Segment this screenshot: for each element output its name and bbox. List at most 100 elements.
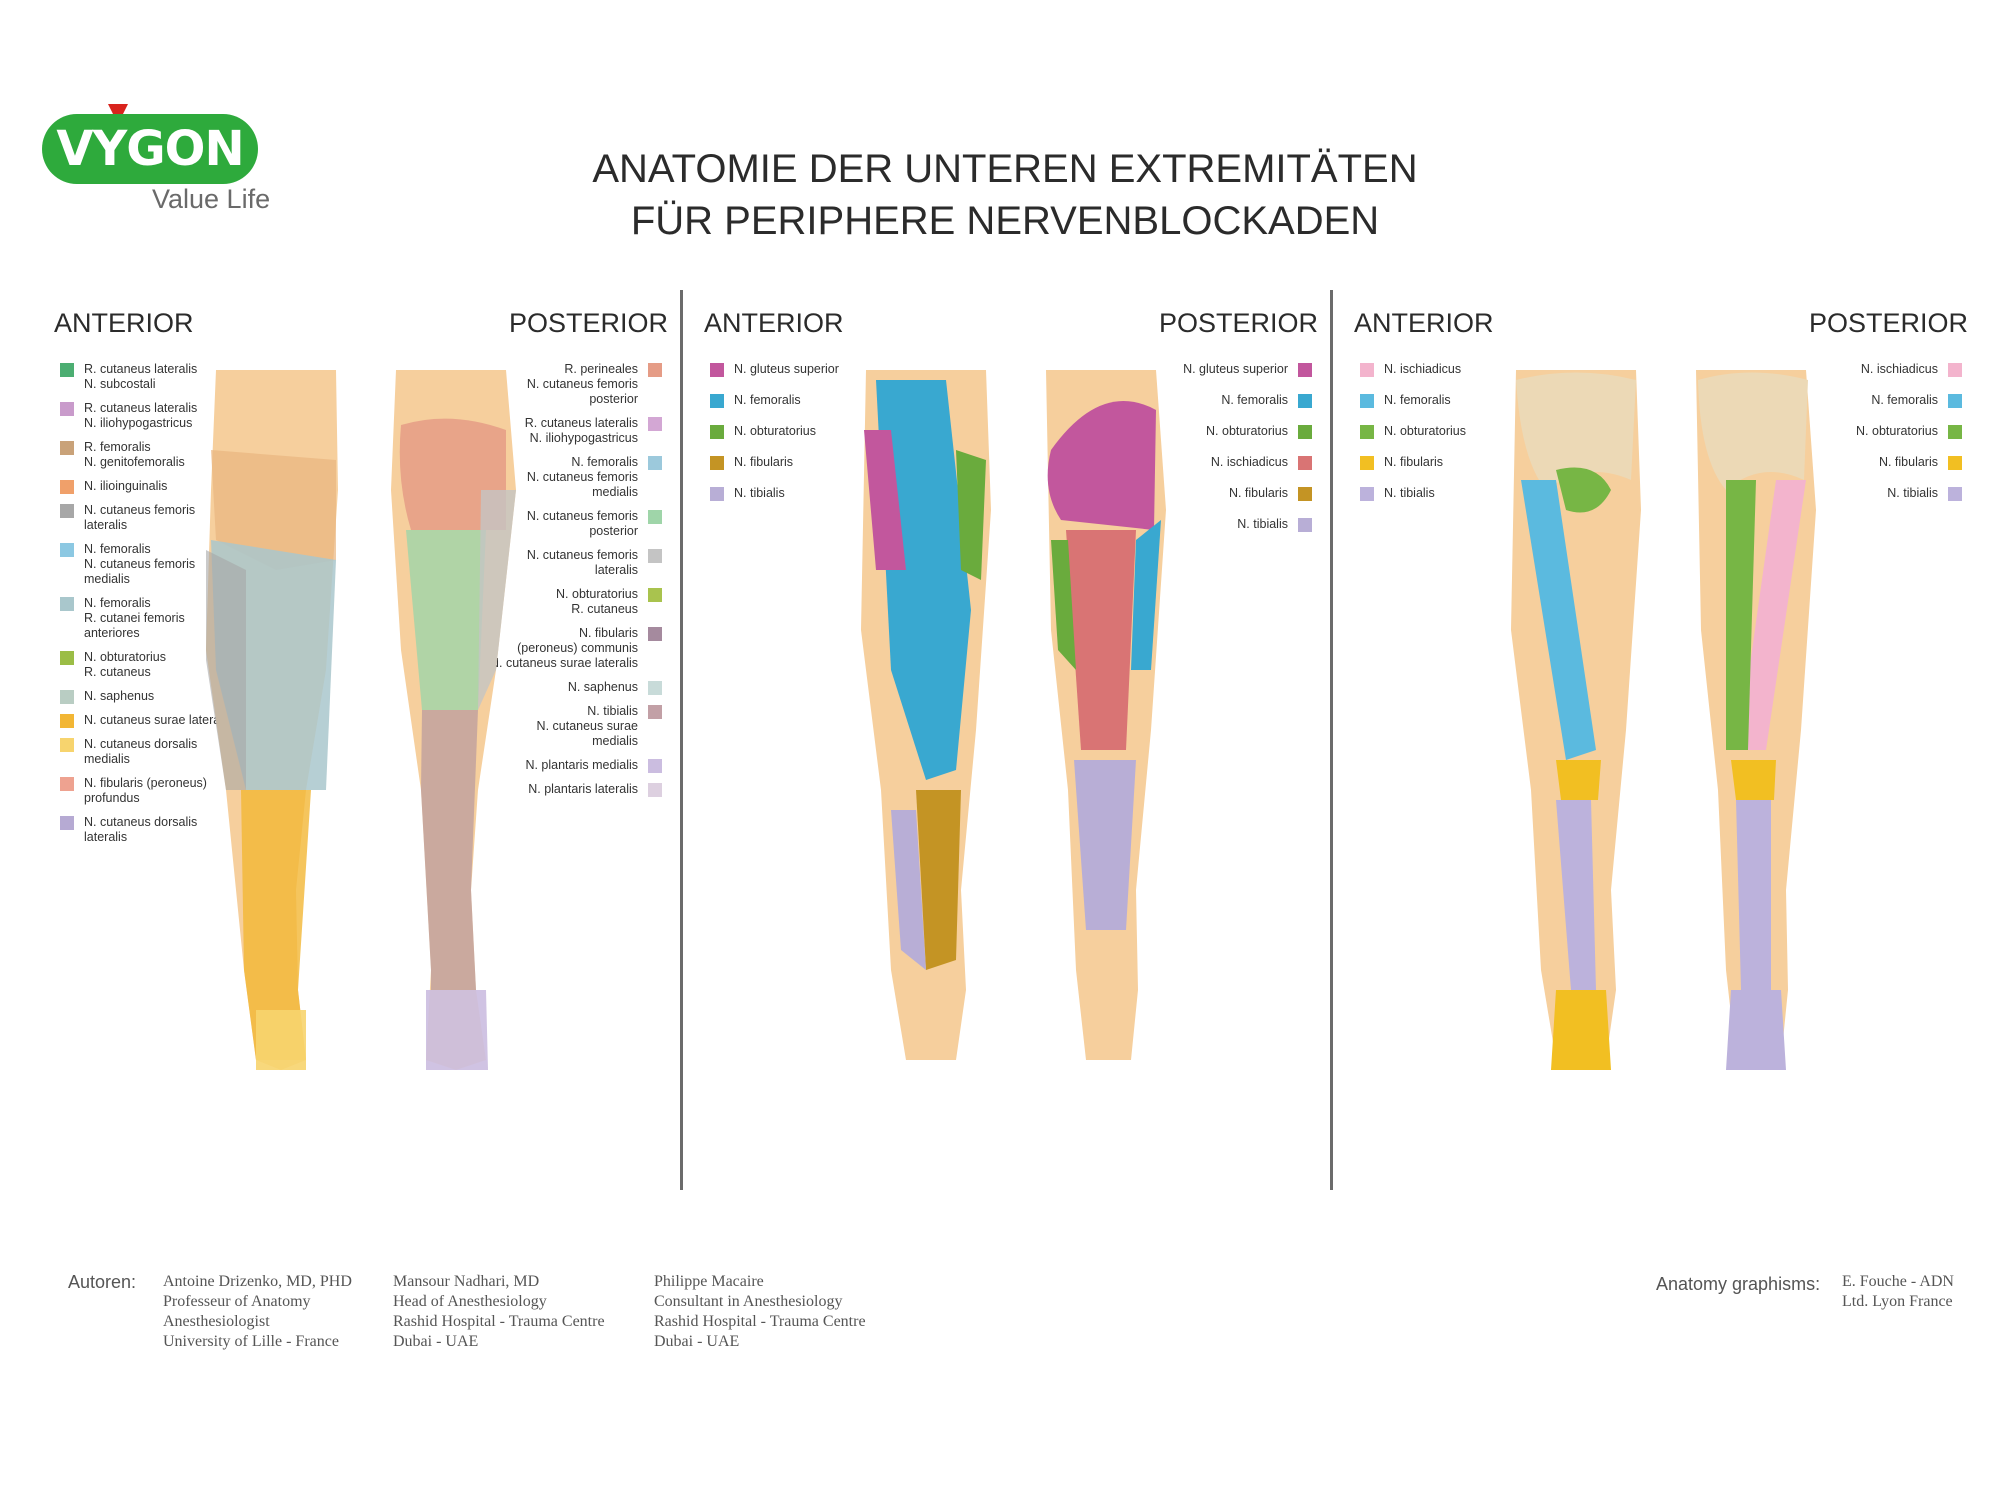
legend-item: N. gluteus superior [1122,362,1312,377]
legend-label: N. cutaneus femoris [526,470,638,484]
legend-item: N. plantaris lateralis [472,782,662,797]
legend-label: R. cutaneus lateralis [524,416,638,430]
posterior-muscle-gluteal [1047,401,1156,530]
legend-label: N. ilioinguinalis [84,479,168,493]
legend-item: N. femoralis [1360,393,1550,408]
legend-swatch [1948,487,1962,501]
legend-swatch [648,456,662,470]
credit-line: Head of Anesthesiology [393,1293,547,1310]
legend-label: N. iliohypogastricus [529,431,638,445]
legend-label: N. saphenus [84,689,155,703]
legend-label: N. cutaneus femoris [526,548,638,562]
legend-label: N. fibularis [578,626,638,640]
author-2: Mansour Nadhari, MD Head of Anesthesiolog… [393,1272,605,1352]
anterior-heading: ANTERIOR [704,308,844,338]
credit-line: Ltd. Lyon France [1842,1293,1953,1310]
legend-label: lateralis [84,518,128,532]
legend-swatch [60,816,74,830]
anterior-zone-leg [241,790,311,1060]
legend-item: N. tibialis [1122,517,1312,532]
legend-swatch [1948,394,1962,408]
legend-swatch [1948,425,1962,439]
legend-label: N. fibularis [1878,455,1938,469]
credit-line: Mansour Nadhari, MD [393,1273,540,1290]
legend-label: N. femoralis [1384,393,1451,407]
legend-label: N. ischiadicus [1860,362,1938,376]
legend-item: N. saphenus [60,689,250,704]
legend-label: N. fibularis [1228,486,1288,500]
legend-swatch [60,714,74,728]
legend-label: lateralis [84,830,128,844]
posterior-muscle-obturator [1051,540,1076,670]
posterior-zone-thigh [406,530,486,710]
legend-label: N. obturatorius [1856,424,1938,438]
legend-label: R. cutanei femoris [84,611,185,625]
legend-label: N. gluteus superior [734,362,839,376]
credit-line: Dubai - UAE [654,1333,740,1350]
anterior-muscle-femoral [876,380,971,780]
legend-label: N. subcostali [84,377,156,391]
anterior-pelvis [1516,372,1636,490]
legend-anterior: N. ischiadicus N. femoralis N. obturatoriu… [1360,362,1550,517]
posterior-muscle-tibial [1074,760,1136,930]
legend-swatch [648,510,662,524]
legend-label: N. obturatorius [1206,424,1288,438]
legend-item: N. obturatorius [1772,424,1962,439]
legend-swatch [1298,363,1312,377]
anterior-patella [1556,760,1601,800]
legend-swatch [1360,363,1374,377]
posterior-heading: POSTERIOR [1158,308,1318,338]
legend-swatch [60,402,74,416]
legend-swatch [648,363,662,377]
legend-item: N. tibialis [1772,486,1962,501]
legend-swatch [710,487,724,501]
legend-swatch [1948,363,1962,377]
legend-label: medialis [84,572,130,586]
legend-item: N. tibialis [710,486,900,501]
legend-label: N. femoralis [734,393,801,407]
posterior-pelvis [1698,372,1808,490]
legend-label: R. cutaneus [571,602,638,616]
title-line-2: FÜR PERIPHERE NERVENBLOCKADEN [630,199,1380,243]
legend-swatch [1360,456,1374,470]
legend-label: N. plantaris lateralis [528,782,638,796]
legend-label: N. obturatorius [84,650,166,664]
legend-label: N. iliohypogastricus [84,416,193,430]
legend-item: N. plantaris medialis [472,758,662,773]
legend-item: N. ischiadicus [1360,362,1550,377]
legend-swatch [1360,394,1374,408]
page-title: ANATOMIE DER UNTEREN EXTREMITÄTEN FÜR PE… [500,143,1510,247]
logo-tagline: Value Life [152,184,271,214]
legend-label: N. cutaneus surae lateralis [490,656,638,670]
anterior-heading: ANTERIOR [1354,308,1494,338]
legend-item: N. fibularis [1772,455,1962,470]
legend-item: N. obturatorius [1360,424,1550,439]
posterior-muscle-ischiadic [1066,530,1136,750]
legend-label: lateralis [594,563,638,577]
legend-label: R. perineales [564,362,638,376]
legend-label: N. saphenus [567,680,638,694]
legend-label: N. fibularis [1384,455,1444,469]
legend-label: N. fibularis [734,455,794,469]
posterior-heading: POSTERIOR [1808,308,1968,338]
legend-label: N. cutaneus femoris [84,557,196,571]
credit-line: Consultant in Anesthesiology [654,1293,843,1310]
legend-label: N. cutaneus surae [536,719,638,733]
legend-swatch [60,690,74,704]
legend-item: N. femoralis [1772,393,1962,408]
legend-label: (peroneus) communis [517,641,638,655]
posterior-muscle-femoral [1131,520,1161,670]
